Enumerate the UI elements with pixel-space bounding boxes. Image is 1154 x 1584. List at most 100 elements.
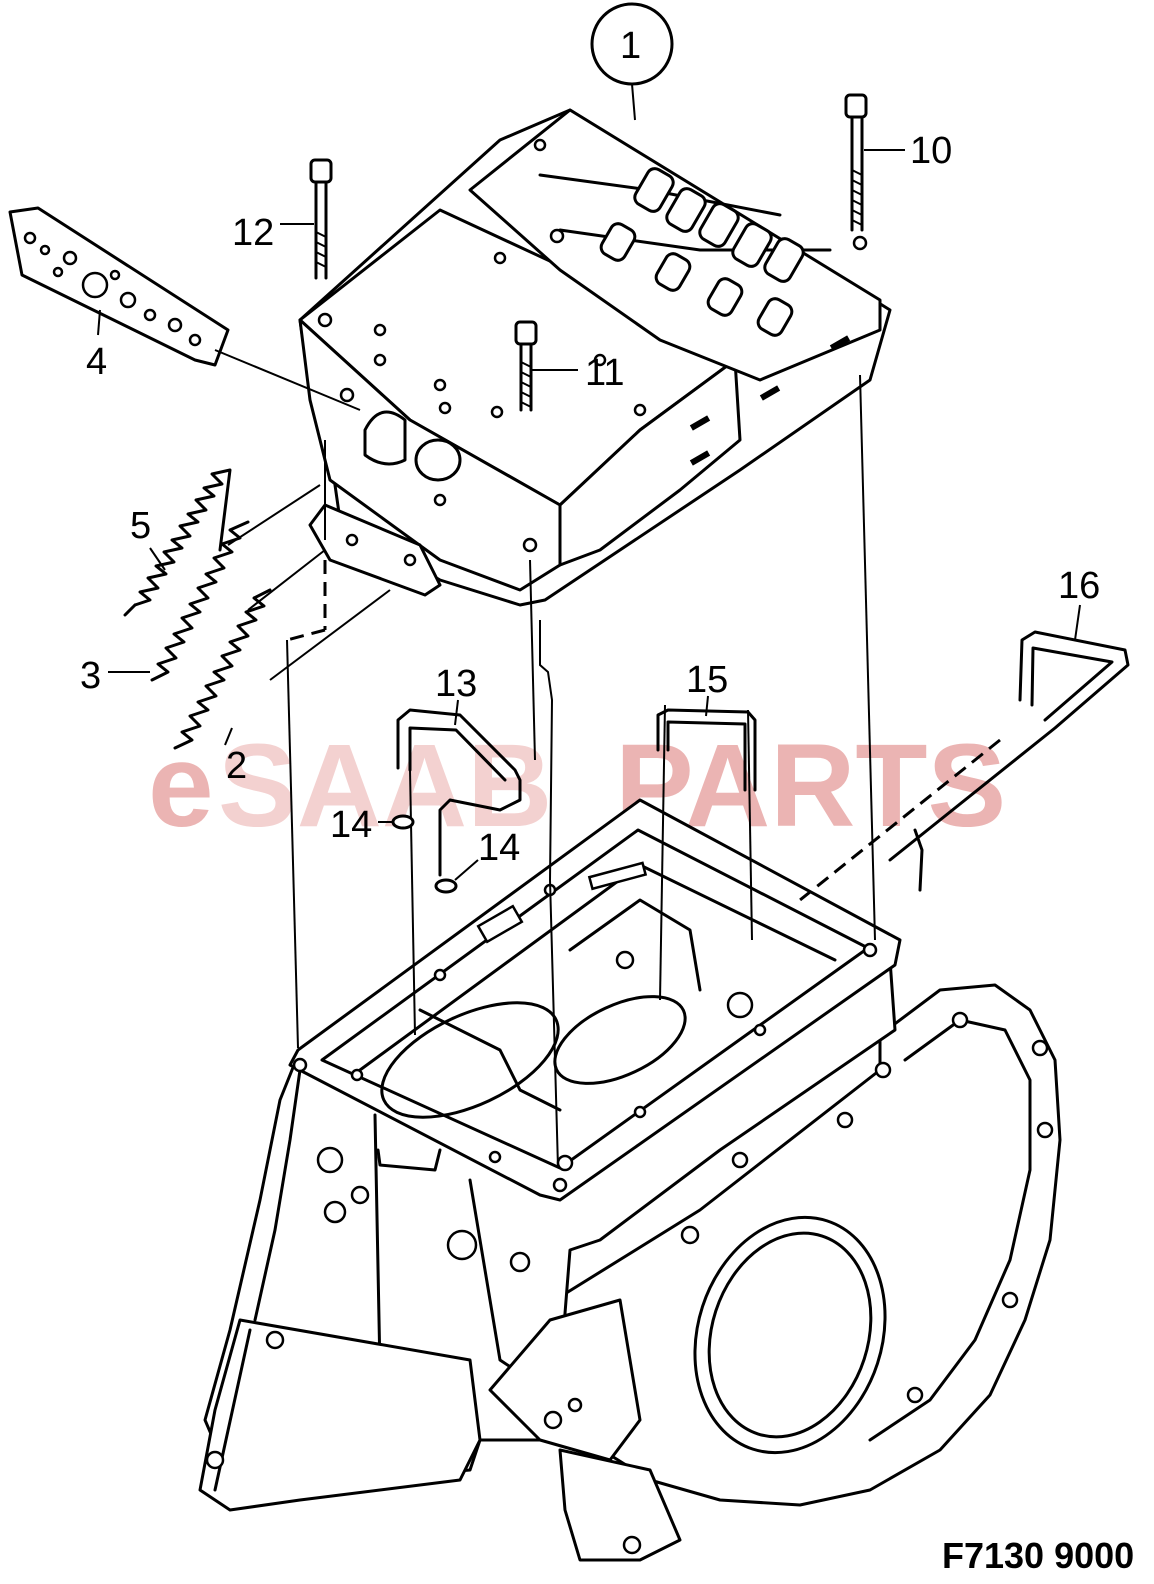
valve-body-hole bbox=[373, 353, 387, 367]
bell-housing-flange bbox=[868, 1018, 1032, 1442]
case-hole bbox=[906, 1386, 924, 1404]
front-foot bbox=[558, 1448, 682, 1562]
flange-notch bbox=[376, 1148, 442, 1172]
case-hole bbox=[323, 1200, 347, 1224]
side-slot bbox=[689, 415, 711, 431]
internal-web bbox=[418, 1008, 562, 1112]
case-hole bbox=[316, 1146, 344, 1174]
flange-bolt-hole bbox=[350, 1068, 364, 1082]
callout-11: 11 bbox=[532, 352, 624, 394]
front-block bbox=[488, 1298, 642, 1462]
case-hole bbox=[509, 1251, 531, 1273]
flange-bolt-hole bbox=[556, 1154, 574, 1172]
callout-label-12: 12 bbox=[232, 212, 274, 254]
valve-body-hole bbox=[852, 235, 868, 251]
side-slot bbox=[829, 335, 851, 351]
separator-plate bbox=[8, 206, 230, 367]
esaabparts-watermark: e SAAB PARTS bbox=[148, 720, 1006, 852]
case-side-rib bbox=[253, 1068, 302, 1322]
valve-body-hole bbox=[317, 312, 333, 328]
bolt-12 bbox=[309, 158, 333, 280]
o-ring-14-upper bbox=[391, 814, 415, 830]
valve-body-hole bbox=[373, 323, 387, 337]
callout-label-15: 15 bbox=[686, 659, 728, 701]
case-hole bbox=[265, 1330, 285, 1350]
case-hole bbox=[543, 1410, 563, 1430]
valve-body-hole bbox=[490, 405, 504, 419]
callout-label-10: 10 bbox=[910, 130, 952, 172]
watermark-saab: SAAB bbox=[218, 720, 552, 852]
bolt-11 bbox=[514, 320, 538, 412]
flange-bolt-hole bbox=[862, 942, 878, 958]
bell-housing-bore-ring bbox=[707, 1231, 873, 1439]
callout-label-14-upper: 14 bbox=[330, 804, 372, 846]
callout-16: 16 bbox=[1058, 565, 1100, 641]
internal-slot bbox=[587, 861, 648, 891]
callout-2: 2 bbox=[224, 727, 247, 787]
case-hole bbox=[1031, 1039, 1049, 1057]
callout-15: 15 bbox=[686, 659, 728, 717]
watermark-e: e bbox=[148, 720, 214, 852]
case-hole bbox=[446, 1229, 478, 1261]
pipe-16 bbox=[799, 630, 1130, 902]
internal-drum bbox=[380, 1001, 560, 1119]
flange-bolt-hole bbox=[433, 968, 447, 982]
callout-label-14-lower: 14 bbox=[478, 827, 520, 869]
valve-body-hole bbox=[433, 378, 447, 392]
callout-1: 1 bbox=[590, 2, 674, 121]
assembly-lines bbox=[214, 349, 876, 1169]
pipe-15 bbox=[656, 708, 757, 792]
flange-bolt-hole bbox=[552, 1177, 568, 1193]
valve-body-hole bbox=[593, 353, 607, 367]
case-top-flange bbox=[288, 798, 902, 1202]
bracket-hole bbox=[345, 533, 359, 547]
callout-10: 10 bbox=[864, 130, 952, 172]
valve-body-hole bbox=[533, 138, 547, 152]
bracket-hole bbox=[403, 553, 417, 567]
solenoid-cap bbox=[414, 438, 462, 482]
case-hole bbox=[622, 1535, 642, 1555]
callout-label-4: 4 bbox=[86, 341, 107, 383]
bell-housing-bore bbox=[693, 1215, 887, 1455]
internal-slot bbox=[476, 904, 524, 944]
callout-label-3: 3 bbox=[80, 655, 101, 697]
callout-14-upper: 14 bbox=[330, 804, 393, 846]
case-hole bbox=[350, 1185, 370, 1205]
spring-2 bbox=[173, 588, 272, 750]
valve-body-hole bbox=[339, 387, 355, 403]
spools bbox=[599, 167, 805, 337]
valve-body-hole bbox=[433, 493, 447, 507]
flange-bolt-hole bbox=[292, 1057, 308, 1073]
case-hole bbox=[680, 1225, 700, 1245]
callout-12: 12 bbox=[232, 212, 314, 254]
valve-body-hole bbox=[522, 537, 538, 553]
flange-bolt-hole bbox=[488, 1150, 502, 1164]
case-hole bbox=[731, 1151, 749, 1169]
callout-label-16: 16 bbox=[1058, 565, 1100, 607]
callout-label-2: 2 bbox=[226, 745, 247, 787]
valve-body-hole bbox=[549, 228, 565, 244]
o-ring-14-lower bbox=[434, 878, 458, 894]
internal-port bbox=[726, 991, 754, 1019]
callout-label-11: 11 bbox=[585, 352, 624, 394]
flange-bolt-hole bbox=[753, 1023, 767, 1037]
callout-label-13: 13 bbox=[435, 663, 477, 705]
internal-drum-2 bbox=[553, 995, 687, 1085]
bolt-10 bbox=[844, 93, 868, 232]
valve-body-hole bbox=[438, 401, 452, 415]
valve-body-right-face bbox=[558, 358, 742, 567]
case-hole bbox=[874, 1061, 892, 1079]
flange-bolt-hole bbox=[633, 1105, 647, 1119]
case-hole bbox=[1001, 1291, 1019, 1309]
side-slot bbox=[689, 450, 711, 466]
internal-web bbox=[568, 898, 702, 992]
valve-body-hole bbox=[493, 251, 507, 265]
callout-13: 13 bbox=[435, 663, 477, 726]
callout-14-lower: 14 bbox=[454, 827, 520, 881]
case-hole bbox=[205, 1450, 225, 1470]
document-number: F7130 9000 bbox=[942, 1535, 1134, 1576]
case-hole bbox=[1036, 1121, 1054, 1139]
internal-port bbox=[615, 950, 635, 970]
case-hole bbox=[836, 1111, 854, 1129]
